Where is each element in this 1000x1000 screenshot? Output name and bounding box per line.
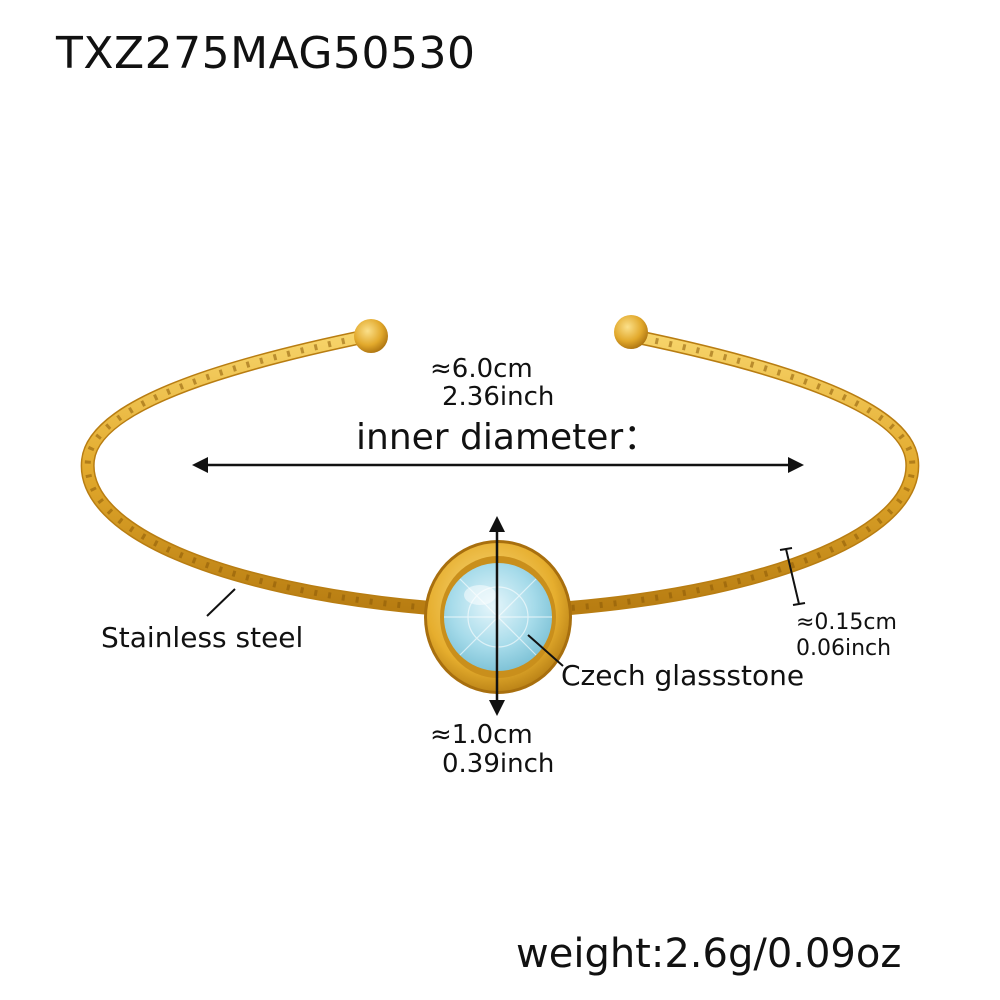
end-ball-right — [614, 315, 648, 349]
inner-diameter-arrow — [192, 457, 804, 473]
stone-leader-line — [527, 634, 564, 667]
end-ball-left — [354, 319, 388, 353]
product-weight: weight:2.6g/0.09oz — [516, 931, 902, 977]
thickness-inch: 0.06inch — [796, 636, 892, 661]
stone-size-cm: ≈1.0cm — [430, 720, 533, 750]
inner-diameter-cm: ≈6.0cm — [430, 354, 533, 384]
stone-size-arrow — [489, 516, 505, 716]
stone-size-inch: 0.39inch — [442, 749, 555, 779]
cuff-band — [80, 328, 920, 615]
steel-leader-line — [206, 588, 236, 617]
inner-diameter-label: inner diameter： — [356, 417, 660, 458]
inner-diameter-inch: 2.36inch — [442, 382, 555, 412]
product-sku: TXZ275MAG50530 — [56, 28, 476, 79]
material-band-label: Stainless steel — [101, 621, 304, 654]
thickness-indicator — [779, 547, 806, 606]
thickness-cm: ≈0.15cm — [796, 610, 897, 635]
material-stone-label: Czech glassstone — [561, 659, 805, 692]
